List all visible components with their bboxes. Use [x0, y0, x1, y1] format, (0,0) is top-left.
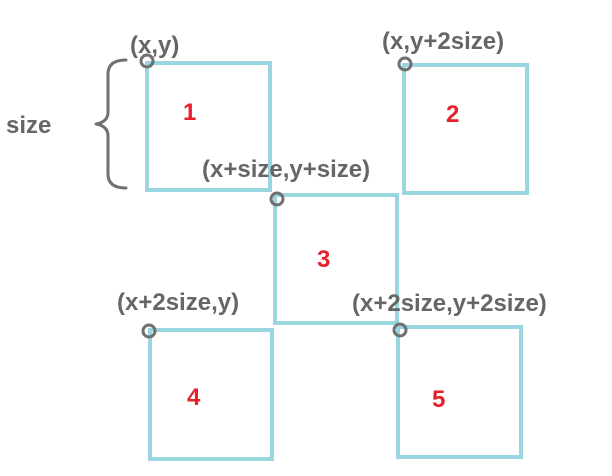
box-5-corner-marker	[392, 322, 408, 338]
size-label: size	[6, 112, 51, 139]
box-5-square	[396, 325, 523, 459]
size-brace	[94, 58, 128, 190]
box-1: 1 (x,y)	[130, 32, 272, 192]
box-3-number: 3	[317, 246, 330, 273]
box-4-number: 4	[187, 384, 201, 411]
box-4: 4 (x+2size,y)	[117, 289, 274, 461]
box-3-corner-marker	[269, 191, 285, 207]
box-3: 3 (x+size,y+size)	[202, 156, 399, 325]
box-4-square	[148, 328, 274, 461]
box-1-corner-label: (x,y)	[130, 32, 179, 59]
box-3-corner-label: (x+size,y+size)	[202, 156, 370, 183]
box-2: 2 (x,y+2size)	[382, 28, 529, 195]
box-1-corner-marker	[139, 53, 155, 69]
box-5: 5 (x+2size,y+2size)	[352, 290, 547, 459]
box-5-number: 5	[432, 386, 445, 413]
box-1-square	[145, 61, 272, 192]
box-5-corner-label: (x+2size,y+2size)	[352, 290, 547, 317]
box-4-corner-marker	[141, 323, 157, 339]
box-2-corner-label: (x,y+2size)	[382, 28, 504, 55]
box-4-corner-label: (x+2size,y)	[117, 289, 239, 316]
box-1-number: 1	[183, 99, 196, 126]
box-2-corner-marker	[397, 56, 413, 72]
box-2-square	[402, 63, 529, 195]
box-2-number: 2	[446, 101, 459, 128]
box-3-square	[273, 193, 399, 325]
